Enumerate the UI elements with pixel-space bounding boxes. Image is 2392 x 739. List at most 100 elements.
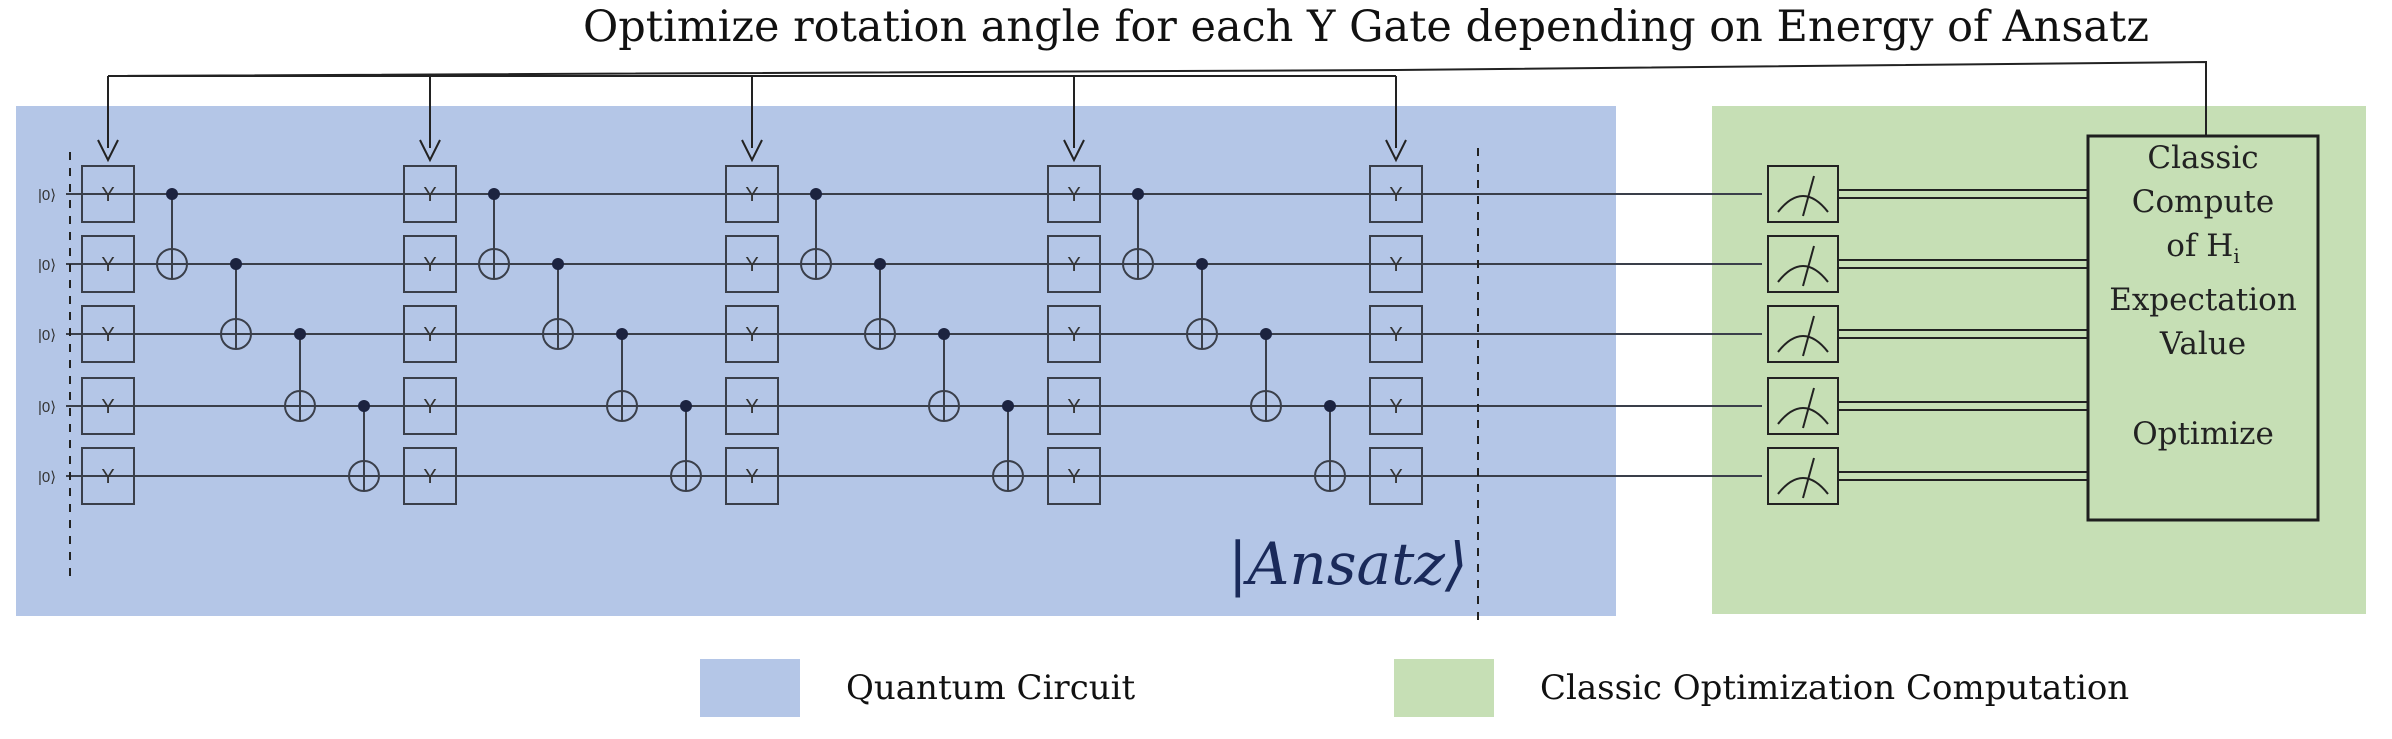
y-gate-label: Y bbox=[1389, 466, 1402, 488]
control-dot-icon bbox=[938, 328, 950, 340]
feedback-arrows bbox=[97, 60, 2207, 163]
feedback-bracket bbox=[107, 60, 2207, 136]
y-gate-label: Y bbox=[423, 184, 436, 206]
control-dot-icon bbox=[230, 258, 242, 270]
control-dot-icon bbox=[166, 188, 178, 200]
y-gate bbox=[725, 377, 779, 435]
control-dot-icon bbox=[874, 258, 886, 270]
y-gate bbox=[81, 235, 135, 293]
y-gate bbox=[81, 165, 135, 223]
optimize-label: Optimize bbox=[2132, 416, 2274, 453]
feedback-arrowhead bbox=[1385, 139, 1407, 163]
legend-swatch-classic bbox=[1394, 659, 1494, 717]
meter-needle bbox=[1802, 457, 1815, 499]
y-gate-label: Y bbox=[101, 324, 114, 346]
meter-needle bbox=[1802, 245, 1815, 287]
y-gate bbox=[403, 447, 457, 505]
y-gate-label: Y bbox=[1389, 184, 1402, 206]
feedback-arrowhead bbox=[1063, 139, 1085, 163]
meter-arc bbox=[1777, 195, 1829, 213]
y-gate bbox=[1047, 165, 1101, 223]
control-dot-icon bbox=[1132, 188, 1144, 200]
y-gate bbox=[81, 377, 135, 435]
control-dot-icon bbox=[1260, 328, 1272, 340]
y-gate-label: Y bbox=[1067, 324, 1080, 346]
y-gate-label: Y bbox=[745, 396, 758, 418]
y-gate bbox=[403, 235, 457, 293]
ansatz-label: |Ansatz⟩ bbox=[1228, 530, 1468, 598]
y-gate bbox=[725, 305, 779, 363]
y-gate-label: Y bbox=[423, 324, 436, 346]
control-dot-icon bbox=[616, 328, 628, 340]
feedback-arrowhead bbox=[419, 139, 441, 163]
y-gate-label: Y bbox=[101, 254, 114, 276]
measurement-meter-icon bbox=[1767, 447, 1839, 505]
y-gate-label: Y bbox=[745, 254, 758, 276]
y-gate bbox=[403, 377, 457, 435]
control-dot-icon bbox=[552, 258, 564, 270]
meter-needle bbox=[1802, 175, 1815, 217]
y-gate-label: Y bbox=[1067, 254, 1080, 276]
y-gate-label: Y bbox=[1067, 184, 1080, 206]
y-gate-label: Y bbox=[745, 324, 758, 346]
y-gate-label: Y bbox=[101, 466, 114, 488]
y-gate bbox=[403, 305, 457, 363]
y-gate bbox=[1369, 305, 1423, 363]
control-dot-icon bbox=[358, 400, 370, 412]
legend-label-classic: Classic Optimization Computation bbox=[1540, 668, 2130, 708]
y-gate bbox=[1047, 235, 1101, 293]
control-dot-icon bbox=[1196, 258, 1208, 270]
y-gate bbox=[403, 165, 457, 223]
classic-compute-text: Classic Compute of Hi Expectation Value … bbox=[2088, 136, 2318, 522]
y-gate-label: Y bbox=[423, 396, 436, 418]
y-gate bbox=[725, 165, 779, 223]
control-dot-icon bbox=[294, 328, 306, 340]
y-gate bbox=[81, 305, 135, 363]
classical-wires bbox=[1838, 189, 2088, 481]
y-gate-label: Y bbox=[1067, 396, 1080, 418]
y-gate-label: Y bbox=[745, 184, 758, 206]
legend-label-quantum: Quantum Circuit bbox=[846, 668, 1136, 708]
classic-line-1: Classic bbox=[2147, 140, 2259, 176]
meter-needle bbox=[1802, 387, 1815, 429]
measurement-meters bbox=[1767, 165, 1839, 505]
classic-compute-box bbox=[2086, 134, 2320, 522]
y-gate-label: Y bbox=[1389, 396, 1402, 418]
control-dot-icon bbox=[1324, 400, 1336, 412]
classic-subscript: i bbox=[2233, 244, 2240, 269]
feedback-arrowhead bbox=[741, 139, 763, 163]
meter-arc bbox=[1777, 477, 1829, 495]
y-gate-label: Y bbox=[423, 466, 436, 488]
y-gate bbox=[1047, 447, 1101, 505]
meter-needle bbox=[1802, 315, 1815, 357]
qubit-initial-label: |0⟩ bbox=[38, 399, 56, 416]
y-gate-label: Y bbox=[1389, 254, 1402, 276]
classic-line-2: Compute bbox=[2131, 184, 2275, 220]
feedback-arrowhead bbox=[97, 139, 119, 163]
classic-line-4: Expectation bbox=[2109, 282, 2297, 319]
control-dot-icon bbox=[680, 400, 692, 412]
y-gate-label: Y bbox=[745, 466, 758, 488]
qubit-initial-label: |0⟩ bbox=[38, 327, 56, 344]
y-gate bbox=[1369, 447, 1423, 505]
legend-swatch-quantum bbox=[700, 659, 800, 717]
legend-quantum: Quantum Circuit bbox=[700, 659, 1136, 717]
y-gate bbox=[1047, 305, 1101, 363]
qubit-initial-label: |0⟩ bbox=[38, 469, 56, 486]
qubit-labels: |0⟩|0⟩|0⟩|0⟩|0⟩ bbox=[38, 187, 56, 486]
y-gate bbox=[1369, 235, 1423, 293]
y-gate-label: Y bbox=[1389, 324, 1402, 346]
y-gate-label: Y bbox=[101, 396, 114, 418]
y-gate bbox=[1369, 165, 1423, 223]
control-dot-icon bbox=[810, 188, 822, 200]
y-gate bbox=[1369, 377, 1423, 435]
y-gate-label: Y bbox=[1067, 466, 1080, 488]
control-dot-icon bbox=[488, 188, 500, 200]
qubit-initial-label: |0⟩ bbox=[38, 257, 56, 274]
y-gate bbox=[1047, 377, 1101, 435]
classic-line-3-text: of H bbox=[2166, 228, 2234, 264]
classic-line-3: of Hi bbox=[2166, 224, 2239, 278]
